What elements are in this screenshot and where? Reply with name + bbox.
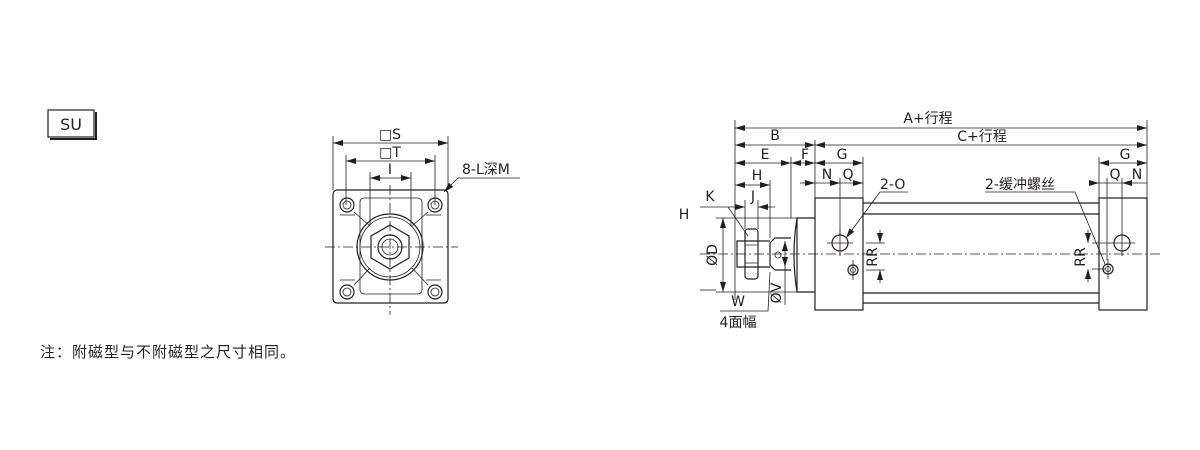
- dim-Q-rear-label: Q: [1109, 167, 1120, 183]
- series-badge: SU: [47, 109, 97, 140]
- holes-callout-label: 8-L深M: [462, 162, 510, 178]
- dim-T-label: □T: [379, 145, 401, 161]
- wrench-flats-label: 4面幅: [720, 315, 757, 331]
- dimension-note: 注：附磁型与不附磁型之尺寸相同。: [40, 343, 297, 361]
- dim-C-label: C+行程: [957, 129, 1007, 145]
- front-view: □S □T I 8-L深M: [325, 127, 520, 315]
- dim-D-label: ØD: [705, 244, 721, 266]
- dim-G-front-label: G: [837, 147, 848, 163]
- dim-Q-front-label: Q: [842, 167, 853, 183]
- cushion-callout-label: 2-缓冲螺丝: [985, 177, 1055, 193]
- front-flange-outline: [332, 189, 449, 304]
- dim-F-label: F: [801, 147, 809, 163]
- dim-I-label: I: [388, 162, 392, 178]
- rod-boss: [793, 217, 815, 293]
- dim-V-label: ØV: [769, 282, 785, 303]
- dim-H-upper-label: H: [752, 168, 763, 184]
- dim-RR-rear-label: RR: [1073, 247, 1089, 267]
- dim-N-rear-label: N: [1132, 167, 1142, 183]
- dim-B-label: B: [770, 128, 780, 144]
- dim-J-label: J: [750, 189, 755, 205]
- dim-S-label: □S: [379, 127, 401, 143]
- dim-E-label: E: [761, 147, 770, 163]
- dim-W-label: W: [731, 294, 745, 310]
- hex-nut: [370, 224, 410, 270]
- series-badge-label: SU: [60, 115, 82, 134]
- dim-K-label: K: [705, 189, 715, 205]
- dim-N-front-label: N: [822, 167, 832, 183]
- piston-rod: [769, 237, 791, 271]
- dim-G-rear-label: G: [1120, 147, 1131, 163]
- dim-A-label: A+行程: [903, 111, 952, 127]
- port-callout-label: 2-O: [880, 177, 905, 193]
- cylinder-tube: [863, 202, 1099, 304]
- dim-H-left-label: H: [679, 207, 690, 223]
- side-view: A+行程 B C+行程 E F G N Q 2-O H J K H ØD ØV …: [679, 111, 1160, 331]
- dim-RR-front-label: RR: [865, 247, 881, 267]
